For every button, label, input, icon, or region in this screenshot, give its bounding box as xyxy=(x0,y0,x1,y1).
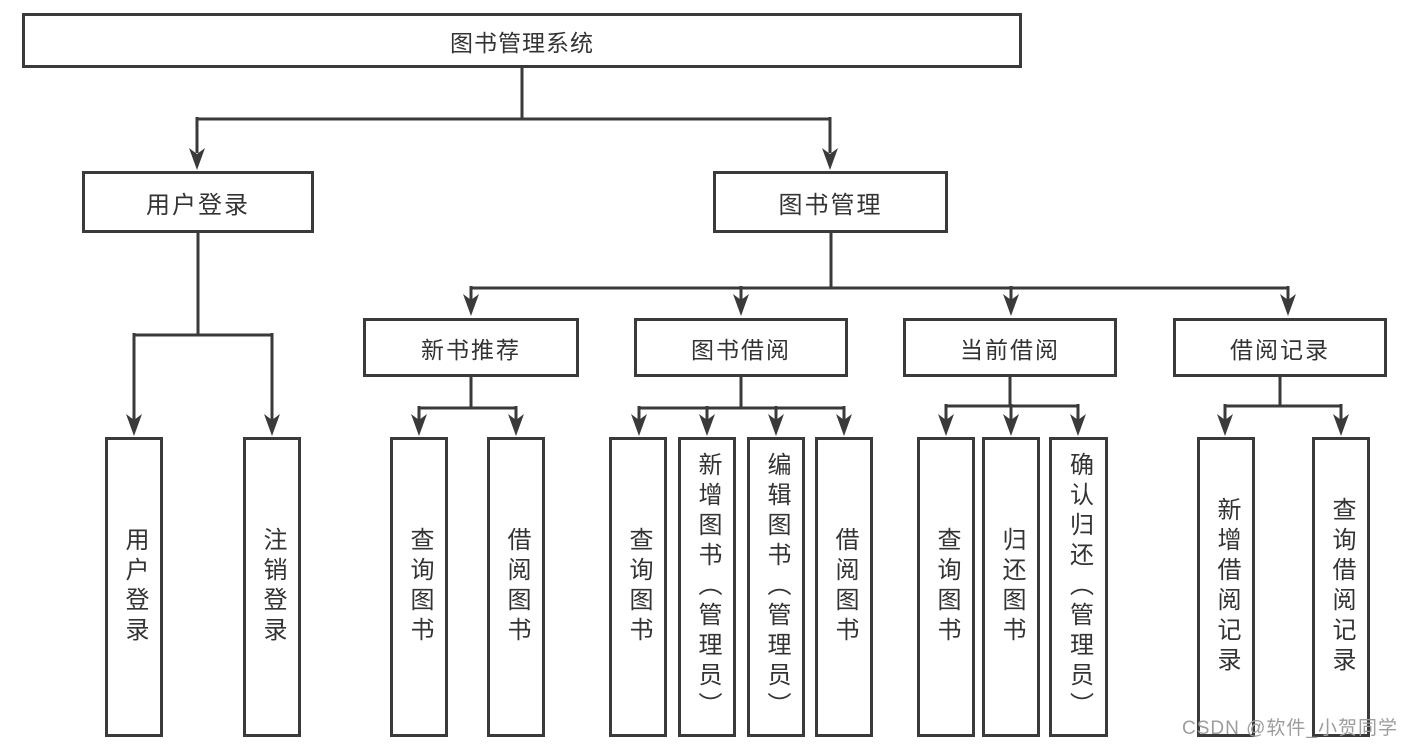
node-leaf-logout: 注销登录 xyxy=(243,437,301,737)
node-label: 查询借阅记录 xyxy=(1328,497,1355,677)
node-module-new-book: 新书推荐 xyxy=(363,318,579,377)
node-module-borrow-records: 借阅记录 xyxy=(1173,318,1387,377)
node-label: 图书管理系统 xyxy=(450,29,594,56)
node-module-book-borrow: 图书借阅 xyxy=(634,318,848,377)
node-leaf-current-query: 查询图书 xyxy=(917,437,975,737)
node-label: 借阅图书 xyxy=(503,527,530,647)
node-label: 新增图书（管理员） xyxy=(694,452,721,722)
node-label: 借阅图书 xyxy=(831,527,858,647)
node-leaf-current-confirm-admin: 确认归还（管理员） xyxy=(1049,437,1108,737)
node-leaf-borrow-query: 查询图书 xyxy=(609,437,667,737)
node-leaf-borrow-edit-admin: 编辑图书（管理员） xyxy=(747,437,805,737)
node-label: 查询图书 xyxy=(406,527,433,647)
node-user-login-branch: 用户登录 xyxy=(82,171,314,233)
node-label: 确认归还（管理员） xyxy=(1065,452,1093,722)
node-module-current-borrow: 当前借阅 xyxy=(903,318,1117,377)
node-label: 图书管理 xyxy=(778,191,883,219)
node-leaf-newbook-query: 查询图书 xyxy=(390,437,448,737)
node-leaf-newbook-borrow: 借阅图书 xyxy=(487,437,545,737)
node-label: 归还图书 xyxy=(998,527,1025,647)
node-book-management-branch: 图书管理 xyxy=(713,171,948,233)
node-label: 新书推荐 xyxy=(421,336,521,363)
node-label: 查询图书 xyxy=(625,527,652,647)
node-leaf-records-add: 新增借阅记录 xyxy=(1197,437,1255,737)
node-label: 编辑图书（管理员） xyxy=(763,452,790,722)
node-label: 新增借阅记录 xyxy=(1213,497,1240,677)
node-leaf-borrow-borrow: 借阅图书 xyxy=(815,437,873,737)
node-root-system: 图书管理系统 xyxy=(22,13,1022,68)
node-leaf-records-query: 查询借阅记录 xyxy=(1312,437,1370,737)
node-label: 借阅记录 xyxy=(1230,336,1330,363)
node-label: 查询图书 xyxy=(933,527,960,647)
node-leaf-borrow-add-admin: 新增图书（管理员） xyxy=(678,437,736,737)
node-label: 用户登录 xyxy=(146,191,250,219)
node-label: 用户登录 xyxy=(121,527,148,647)
csdn-watermark: CSDN @软件_小贺同学 xyxy=(1182,718,1398,739)
node-leaf-current-return: 归还图书 xyxy=(982,437,1040,737)
node-label: 图书借阅 xyxy=(691,336,791,363)
node-label: 当前借阅 xyxy=(960,336,1060,363)
node-leaf-user-login: 用户登录 xyxy=(105,437,163,737)
node-label: 注销登录 xyxy=(259,527,286,647)
